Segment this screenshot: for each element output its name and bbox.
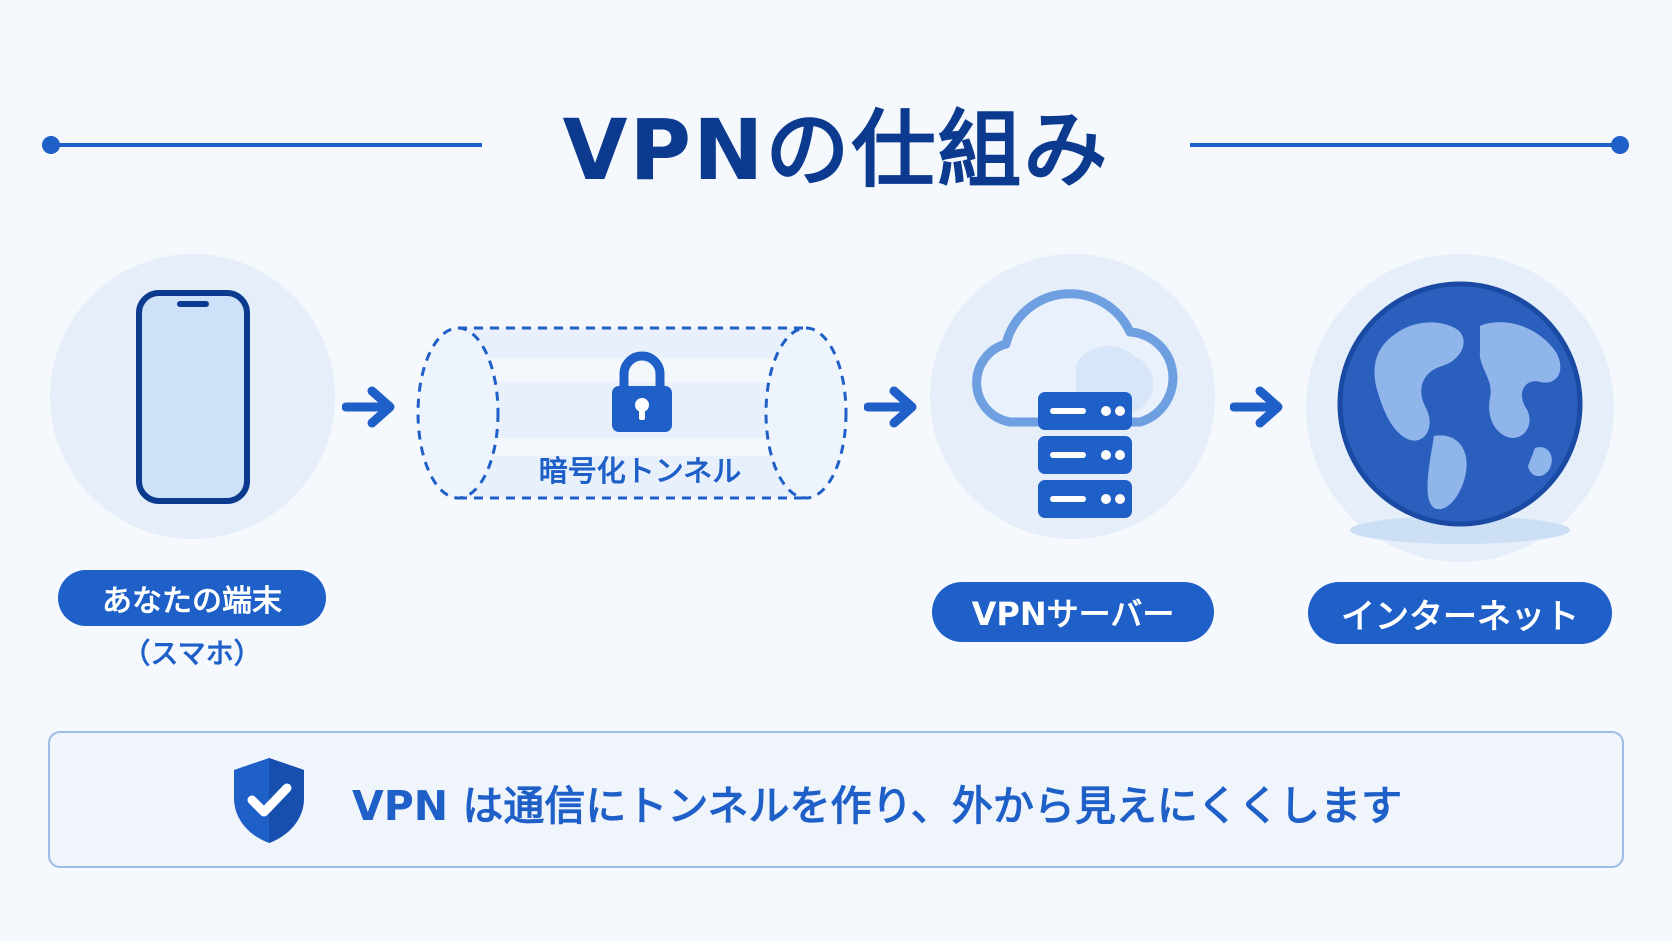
cloud-server-icon — [971, 288, 1177, 518]
info-box — [48, 731, 1624, 868]
server-node — [930, 254, 1215, 539]
arrow-right-icon — [1230, 386, 1283, 428]
server-label: VPNサーバー — [932, 582, 1214, 642]
arrow-right-icon — [864, 386, 917, 428]
title-dot-right — [1611, 136, 1629, 154]
smartphone-icon — [135, 289, 250, 504]
title-divider-left — [52, 143, 482, 147]
padlock-icon — [612, 351, 672, 432]
internet-label: インターネット — [1308, 582, 1612, 644]
title-row: VPNの仕組み — [0, 40, 1672, 199]
info-text: VPN は通信にトンネルを作り、外から見えにくくします — [352, 782, 1403, 830]
tunnel-label: 暗号化トンネル — [538, 454, 742, 488]
arrow-right-icon — [342, 386, 395, 428]
internet-node — [1306, 254, 1614, 562]
shield-check-icon — [234, 758, 304, 843]
title-dot-left — [42, 136, 60, 154]
device-label: あなたの端末 — [58, 570, 326, 626]
device-node — [50, 254, 335, 539]
device-sublabel: （スマホ） — [122, 637, 262, 670]
title-divider-right — [1190, 143, 1620, 147]
globe-icon — [1337, 281, 1583, 544]
page-title: VPNの仕組み — [562, 100, 1110, 199]
